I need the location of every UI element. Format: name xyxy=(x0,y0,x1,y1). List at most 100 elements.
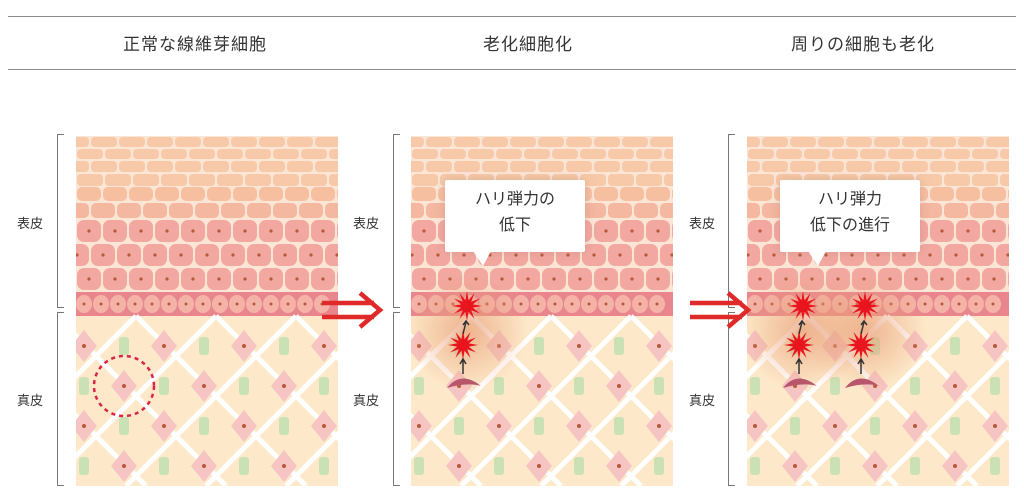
keratinocyte-flat xyxy=(902,137,928,147)
nucleus xyxy=(76,253,79,257)
collagen-fiber xyxy=(76,314,138,380)
keratinocyte-flat xyxy=(468,149,494,159)
keratinocyte-flat xyxy=(944,174,970,186)
keratinocyte-flat xyxy=(776,149,802,159)
nucleus xyxy=(113,229,117,233)
keratinocyte-flat xyxy=(747,161,760,172)
keratinocyte-flat xyxy=(552,149,578,159)
keratinocyte-flat xyxy=(119,161,145,172)
keratinocyte xyxy=(181,187,205,201)
keratinocyte-flat xyxy=(650,161,673,172)
nucleus xyxy=(991,302,995,306)
keratinocyte-flat xyxy=(329,149,338,159)
keratinocyte-flat xyxy=(411,137,424,147)
nucleus xyxy=(283,253,287,257)
elastin-fiber xyxy=(790,417,800,435)
keratinocyte xyxy=(918,203,942,218)
nucleus xyxy=(644,253,648,257)
header-senescence: 老化細胞化 xyxy=(483,35,573,55)
nucleus xyxy=(992,229,996,233)
keratinocyte-flat xyxy=(147,161,173,172)
nucleus xyxy=(592,253,596,257)
keratinocyte-flat xyxy=(77,174,103,186)
keratinocyte-flat xyxy=(930,137,956,147)
nucleus xyxy=(552,277,556,281)
collagen-fiber xyxy=(411,412,483,486)
keratinocyte-flat xyxy=(454,137,480,147)
keratinocyte-flat xyxy=(972,174,998,186)
top-rule xyxy=(8,16,1016,17)
nucleus xyxy=(570,302,574,306)
nucleus xyxy=(940,229,944,233)
callout-decline-progression: ハリ弾力 低下の進行 xyxy=(780,180,920,266)
elastin-fiber xyxy=(574,377,584,395)
keratinocyte-flat xyxy=(76,137,89,147)
keratinocyte xyxy=(337,271,338,287)
nucleus xyxy=(566,253,570,257)
nucleus xyxy=(497,424,501,428)
callout-line-2: 低下の進行 xyxy=(809,215,890,234)
nucleus xyxy=(269,277,273,281)
nucleus xyxy=(242,344,246,348)
keratinocyte-flat xyxy=(161,174,187,186)
keratinocyte-flat xyxy=(580,174,606,186)
keratinocyte-flat xyxy=(986,161,1009,172)
keratinocyte xyxy=(582,203,606,218)
nucleus xyxy=(269,302,273,306)
nucleus xyxy=(657,424,661,428)
keratinocyte-flat xyxy=(161,149,187,159)
nucleus xyxy=(217,229,221,233)
label-dermis-1: 真皮 xyxy=(16,394,43,409)
keratinocyte-flat xyxy=(105,174,131,186)
nucleus xyxy=(758,277,762,281)
keratinocyte-flat xyxy=(888,149,914,159)
elastin-fiber xyxy=(79,377,89,395)
keratinocyte-flat xyxy=(454,161,480,172)
elastin-fiber xyxy=(79,457,89,475)
keratinocyte-flat xyxy=(860,149,886,159)
damaged-fibroblast xyxy=(845,378,879,388)
keratinocyte xyxy=(996,203,1009,218)
keratinocyte-flat xyxy=(259,137,285,147)
red-starburst-icon xyxy=(784,330,814,360)
keratinocyte-flat xyxy=(203,137,229,147)
keratinocyte-flat xyxy=(91,137,117,147)
keratinocyte-flat xyxy=(804,149,830,159)
keratinocyte xyxy=(337,189,338,199)
keratinocyte xyxy=(672,223,673,239)
keratinocyte xyxy=(129,187,153,201)
nucleus xyxy=(286,302,290,306)
nucleus xyxy=(657,344,661,348)
keratinocyte-flat xyxy=(748,174,774,186)
epidermis-bracket-1 xyxy=(57,134,64,308)
dermis-bracket-2 xyxy=(393,312,400,486)
keratinocyte-flat xyxy=(944,149,970,159)
keratinocyte-flat xyxy=(650,137,673,147)
nucleus xyxy=(202,384,206,388)
red-starburst-icon xyxy=(452,291,482,321)
fibroblast xyxy=(76,330,97,362)
keratinocyte-flat xyxy=(411,161,424,172)
nucleus xyxy=(165,229,169,233)
nucleus xyxy=(321,277,325,281)
keratinocyte xyxy=(412,187,436,201)
nucleus xyxy=(153,253,157,257)
keratinocyte xyxy=(411,203,424,218)
nucleus xyxy=(923,302,927,306)
keratinocyte xyxy=(608,203,632,218)
nucleus xyxy=(235,302,239,306)
nucleus xyxy=(526,277,530,281)
elastin-fiber xyxy=(119,337,129,355)
nucleus xyxy=(243,229,247,233)
nucleus xyxy=(553,302,557,306)
keratinocyte-flat xyxy=(566,161,592,172)
keratinocyte-flat xyxy=(566,137,592,147)
elastin-fiber xyxy=(950,417,960,435)
keratinocyte-flat xyxy=(105,149,131,159)
up-arrow-icon xyxy=(860,319,868,335)
nucleus xyxy=(167,302,171,306)
keratinocyte-flat xyxy=(77,149,103,159)
nucleus xyxy=(993,344,997,348)
nucleus xyxy=(993,424,997,428)
keratinocyte-flat xyxy=(245,174,271,186)
